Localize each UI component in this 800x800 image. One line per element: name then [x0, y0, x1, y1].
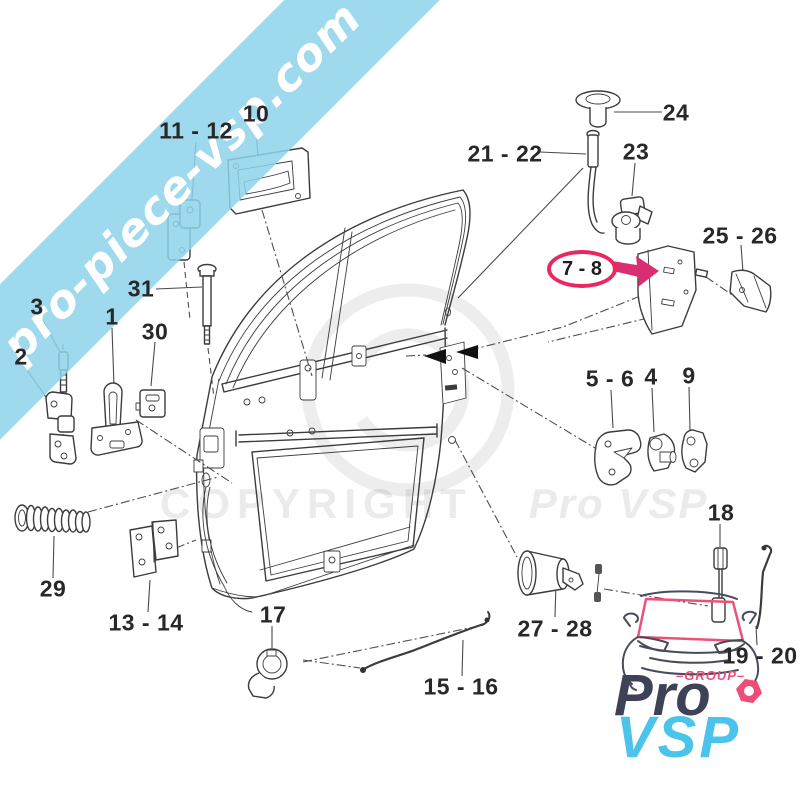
part-label-25-26: 25 - 26 — [702, 222, 778, 249]
part-9-gasket — [681, 429, 708, 473]
part-19-20-rod — [755, 544, 773, 630]
part-label-11-12: 11 - 12 — [159, 117, 233, 144]
part-label-2: 2 — [14, 343, 28, 370]
part-label-1: 1 — [105, 303, 119, 330]
logo-pro-text: Pro — [614, 663, 711, 728]
part-25-26-bracket — [729, 269, 772, 313]
part-30-plate — [135, 389, 166, 418]
logo-vsp-text: VSP — [616, 705, 742, 770]
part-label-31: 31 — [127, 275, 155, 302]
part-label-10: 10 — [242, 100, 270, 127]
left-arrowhead-icon — [424, 349, 446, 364]
part-1-door-check — [90, 382, 143, 456]
part-label-24: 24 — [662, 99, 690, 126]
right-arrow-icon — [612, 256, 659, 287]
copyright-watermark: COPYRIGHT Pro VSP — [160, 480, 708, 528]
part-13-14-hinge — [129, 519, 179, 578]
part-label-27-28: 27 - 28 — [517, 615, 593, 642]
part-24-grommet — [575, 90, 621, 128]
door-frame-drawing — [193, 189, 471, 613]
copyright-brand: Pro VSP — [528, 480, 709, 527]
part-label-29: 29 — [39, 575, 67, 602]
part-label-19-20: 19 - 20 — [722, 642, 798, 669]
part-18-check-strap — [711, 547, 728, 623]
part-label-18: 18 — [707, 499, 735, 526]
part-label-23: 23 — [622, 138, 650, 165]
part-21-22-rod — [586, 129, 605, 234]
part-5-6-striker — [593, 429, 642, 486]
part-27-28-lock-barrel — [517, 550, 602, 602]
part-15-16-rod — [360, 611, 491, 673]
part-label-9: 9 — [682, 362, 696, 389]
part-17-escutcheon — [247, 648, 288, 699]
part-label-7-8: 7 - 8 — [561, 257, 603, 280]
part-2-hinge — [45, 391, 77, 465]
part-23-lock-cylinder — [611, 196, 653, 245]
part-29-boot — [14, 504, 91, 534]
left-arrowhead-icon — [456, 345, 478, 359]
part-label-17: 17 — [259, 601, 287, 628]
part-label-5-6: 5 - 6 — [585, 365, 635, 392]
highlight-ellipse-7-8: 7 - 8 — [547, 250, 617, 288]
leader-lines — [24, 111, 758, 677]
copyright-prefix: COPYRIGHT — [160, 480, 473, 527]
logo-group-text: –GROUP– — [676, 668, 746, 683]
part-31-bolt — [197, 263, 217, 345]
part-label-13-14: 13 - 14 — [108, 609, 184, 636]
part-4-wedge — [647, 433, 677, 472]
part-7-8-door-lock — [637, 245, 709, 335]
copyright-circle-icon — [301, 283, 515, 497]
hex-nut-icon — [736, 679, 762, 703]
part-label-30: 30 — [141, 318, 169, 345]
part-label-3: 3 — [30, 293, 44, 320]
part-label-21-22: 21 - 22 — [467, 140, 543, 167]
part-label-4: 4 — [644, 363, 658, 390]
part-label-15-16: 15 - 16 — [423, 673, 499, 700]
